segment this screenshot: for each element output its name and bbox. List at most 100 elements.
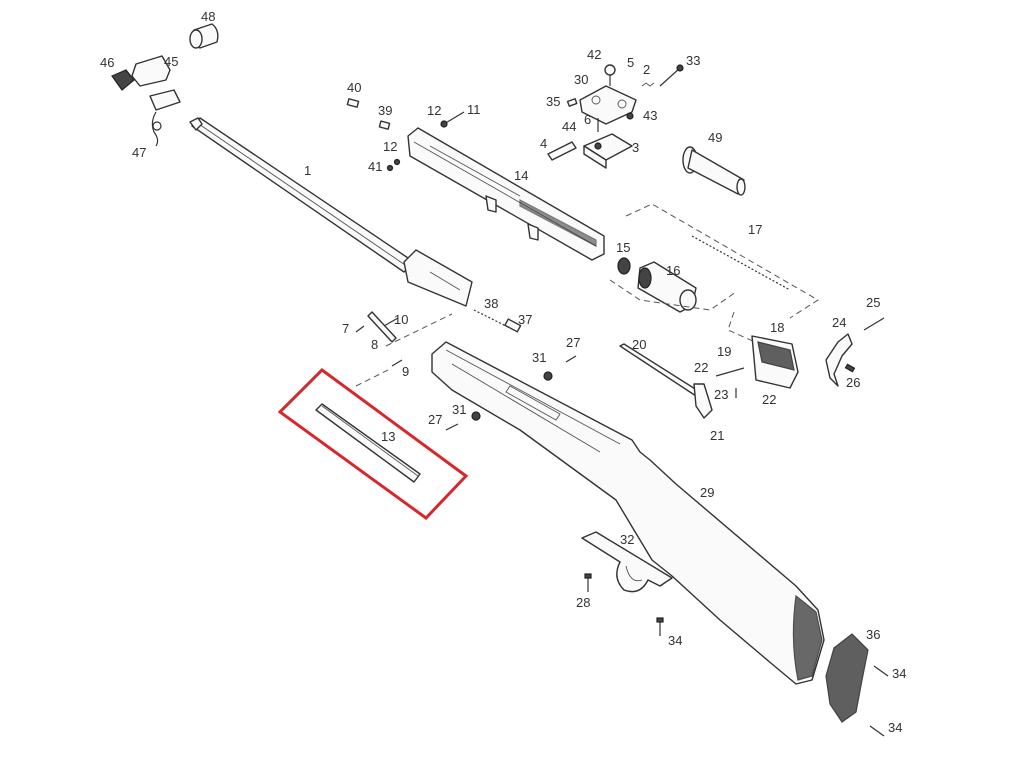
part-31-nut-lower [471,411,481,421]
part-17-recoil-spring [691,235,791,291]
part-32-trigger-guard [581,531,673,593]
part-16-bolt [637,261,697,313]
part-29-stock [431,341,825,685]
label-p40: 40 [347,80,361,95]
part-49-buffer-tube [682,146,746,196]
label-p45: 45 [164,54,178,69]
part-28-screw [584,573,592,592]
part-3-sight-mount [583,133,633,169]
label-p19: 19 [717,344,731,359]
label-p28: 28 [576,595,590,610]
label-p20: 20 [632,337,646,352]
label-p8: 8 [371,337,378,352]
label-p39: 39 [378,103,392,118]
label-p31a: 31 [532,350,546,365]
part-27-screw-upper [565,355,577,363]
label-p27a: 27 [566,335,580,350]
part-19-pin [715,367,745,377]
part-8-lever [367,311,397,343]
label-p37: 37 [518,312,532,327]
part-10-spring [383,317,399,327]
rod-leader [355,367,393,387]
label-p36: 36 [866,627,880,642]
part-14-receiver [407,127,605,261]
label-p44: 44 [562,119,576,134]
part-34-screw-guard [656,617,664,636]
label-p38: 38 [484,296,498,311]
part-4-pin [547,141,577,161]
part-26-pin [844,363,856,373]
highlight-box-part-13 [277,368,469,520]
label-p21: 21 [710,428,724,443]
label-p12b: 12 [383,139,397,154]
label-p41: 41 [368,159,382,174]
label-p25: 25 [866,295,880,310]
label-p47: 47 [132,145,146,160]
part-45-front-sight-block [131,55,181,111]
bolt-leader [609,279,737,311]
label-p48: 48 [201,9,215,24]
label-p33: 33 [686,53,700,68]
label-p43: 43 [643,108,657,123]
part-2-spring [641,82,655,87]
label-p15: 15 [616,240,630,255]
label-p31b: 31 [452,402,466,417]
part-34-screw-butt-upper [873,665,889,677]
part-15-bolt-head [617,257,631,275]
label-p22b: 22 [762,392,776,407]
label-p30: 30 [574,72,588,87]
label-p34a: 34 [668,633,682,648]
label-p13: 13 [381,429,395,444]
label-p16: 16 [666,263,680,278]
part-1-barrel [189,117,473,307]
part-13-cleaning-rod [315,403,421,483]
part-36-butt-plate [825,633,869,723]
label-p10: 10 [394,312,408,327]
part-34-screw-butt-lower [869,725,885,737]
label-p35: 35 [546,94,560,109]
label-p46: 46 [100,55,114,70]
label-p22a: 22 [694,360,708,375]
part-31-nut-upper [543,371,553,381]
part-43-spring [626,112,634,120]
part-38-spring [473,309,511,329]
label-p18: 18 [770,320,784,335]
label-p27b: 27 [428,412,442,427]
part-41-small-parts [386,158,401,172]
part-labels: 48 46 45 47 1 40 39 12 11 12 41 14 42 5 … [100,9,906,735]
part-11-screw [440,111,465,128]
part-37-plunger [504,318,522,333]
part-40-pin [346,98,360,108]
label-p14: 14 [514,168,528,183]
label-p11: 11 [467,102,481,117]
label-p4: 4 [540,136,547,151]
label-p3: 3 [632,140,639,155]
label-p9: 9 [402,364,409,379]
label-p23: 23 [714,387,728,402]
part-33-elevation-screw [659,64,684,87]
part-18-trigger-housing [751,335,799,389]
label-p17: 17 [748,222,762,237]
label-p34c: 34 [888,720,902,735]
part-27-screw-lower [445,423,459,431]
part-24-trigger [825,333,853,387]
label-p26: 26 [846,375,860,390]
part-25-screw [863,317,885,331]
label-p49: 49 [708,130,722,145]
label-p32: 32 [620,532,634,547]
part-39-pin [378,120,391,130]
label-p1: 1 [304,163,311,178]
part-48-muzzle-cap [189,23,219,49]
part-30-rear-sight-base [579,85,637,125]
label-p42: 42 [587,47,601,62]
label-p6: 6 [584,112,591,127]
label-p34b: 34 [892,666,906,681]
part-47-sight-screw [151,111,162,147]
part-46-front-sight-hood [111,69,135,91]
assembly-leader [625,203,819,319]
label-p2: 2 [643,62,650,77]
part-9-screw [391,359,403,367]
label-p12a: 12 [427,103,441,118]
part-7-pin [355,325,365,333]
